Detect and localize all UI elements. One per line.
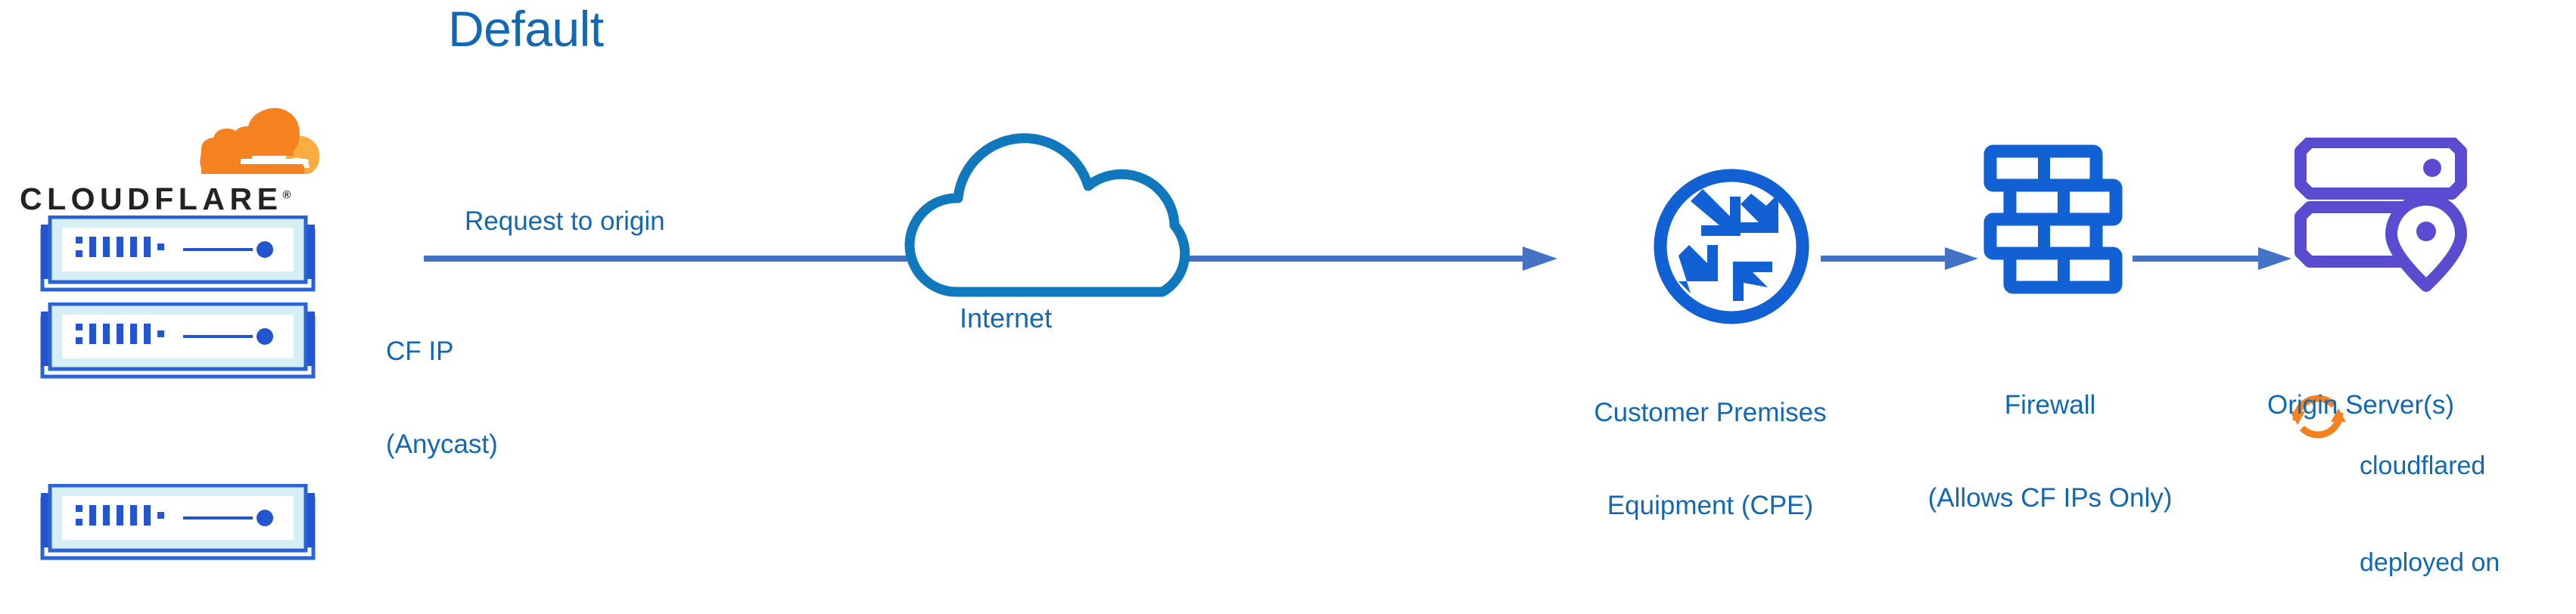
firewall-brick-wall-icon xyxy=(1983,144,2123,294)
cf-ip-anycast-label: CF IP (Anycast) xyxy=(386,274,498,523)
cf-ip-line-2: (Anycast) xyxy=(386,429,498,459)
edge-cpe-firewall xyxy=(1821,247,1978,270)
internet-label: Internet xyxy=(960,302,1053,333)
cloudflare-wordmark: CLOUDFLARE® xyxy=(20,181,291,217)
cloudflare-server-2 xyxy=(15,302,341,384)
edge-firewall-origin xyxy=(2133,247,2291,270)
cloudflared-annotation-label: cloudflared deployed on servers xyxy=(2360,386,2500,614)
origin-server-icon xyxy=(2294,138,2467,292)
page-title: Default xyxy=(448,1,604,57)
wordmark-text: CLOUDFLARE xyxy=(20,181,283,216)
origin-label-line-1: Origin Server(s) xyxy=(2267,389,2454,420)
origin-server-label: Origin Server(s) xyxy=(2267,328,2454,483)
cf-ip-line-1: CF IP xyxy=(386,336,454,366)
cloudflare-cloud-icon xyxy=(200,107,320,174)
sync-circular-arrows-icon xyxy=(2290,395,2346,439)
cpe-label-line-2: Equipment (CPE) xyxy=(1607,490,1814,520)
cloudflared-line-2: deployed on xyxy=(2360,547,2500,577)
cpe-label: Customer Premises Equipment (CPE) xyxy=(1551,336,1869,584)
firewall-label: Firewall (Allows CF IPs Only) xyxy=(1880,328,2220,576)
cpe-label-line-1: Customer Premises xyxy=(1594,397,1827,427)
cloudflare-server-3 xyxy=(15,484,341,566)
cloudflare-logo: CLOUDFLARE® xyxy=(18,106,344,218)
firewall-label-line-2: (Allows CF IPs Only) xyxy=(1927,482,2173,513)
cpe-router-icon xyxy=(1654,169,1809,324)
edge-label-request-to-origin: Request to origin xyxy=(465,206,665,236)
registered-mark: ® xyxy=(282,188,291,202)
arrowhead-icon xyxy=(1523,247,1557,271)
arrowhead-icon xyxy=(2258,247,2291,270)
cloudflare-server-1 xyxy=(15,216,341,297)
firewall-label-line-1: Firewall xyxy=(2004,389,2096,420)
cloudflared-line-1: cloudflared xyxy=(2360,451,2486,480)
internet-cloud-icon xyxy=(904,133,1190,297)
arrowhead-icon xyxy=(1945,247,1978,270)
